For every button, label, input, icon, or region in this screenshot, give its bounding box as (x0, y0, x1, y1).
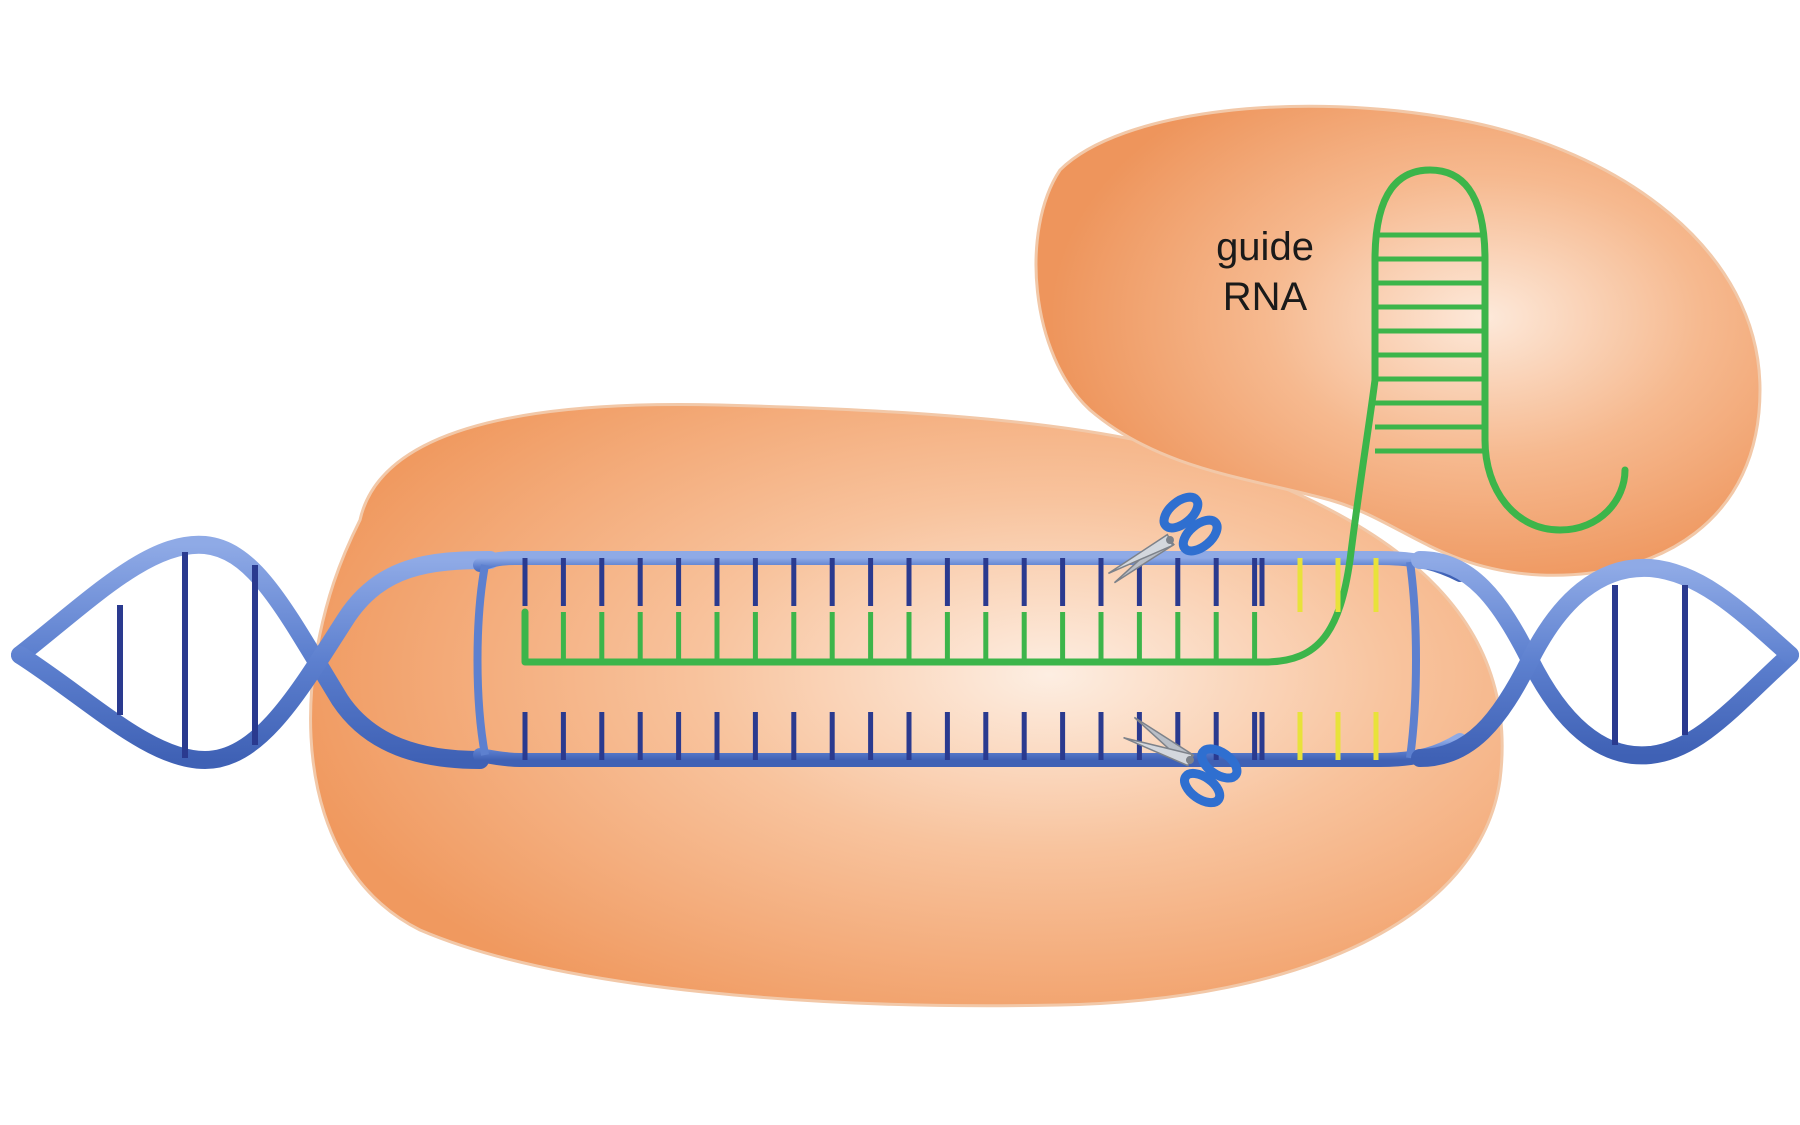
dna-helix-left (11, 535, 499, 770)
guide-rna-label: guide RNA (1185, 222, 1345, 322)
guide-rna-bases (522, 612, 1258, 662)
bottom-strand-bases (522, 712, 1265, 760)
dna-helix-right (1411, 551, 1799, 767)
guide-rna-stem-loop (1375, 232, 1485, 454)
guide-rna-strand (521, 166, 1629, 666)
dna-backbone (11, 535, 489, 769)
dna-backbone (1411, 551, 1799, 765)
pam-sequence (1297, 558, 1379, 760)
guide-rna-label-line1: guide (1216, 225, 1314, 269)
guide-rna-label-line2: RNA (1222, 275, 1308, 319)
dna-backbone (1411, 558, 1799, 767)
dna-open-end-left (473, 564, 489, 756)
scissors-icon (1123, 716, 1242, 808)
dna-open-end-right (1406, 561, 1420, 759)
dna-backbone (11, 551, 499, 770)
scissors-icon (1107, 492, 1222, 584)
guide-rna (521, 166, 1629, 666)
